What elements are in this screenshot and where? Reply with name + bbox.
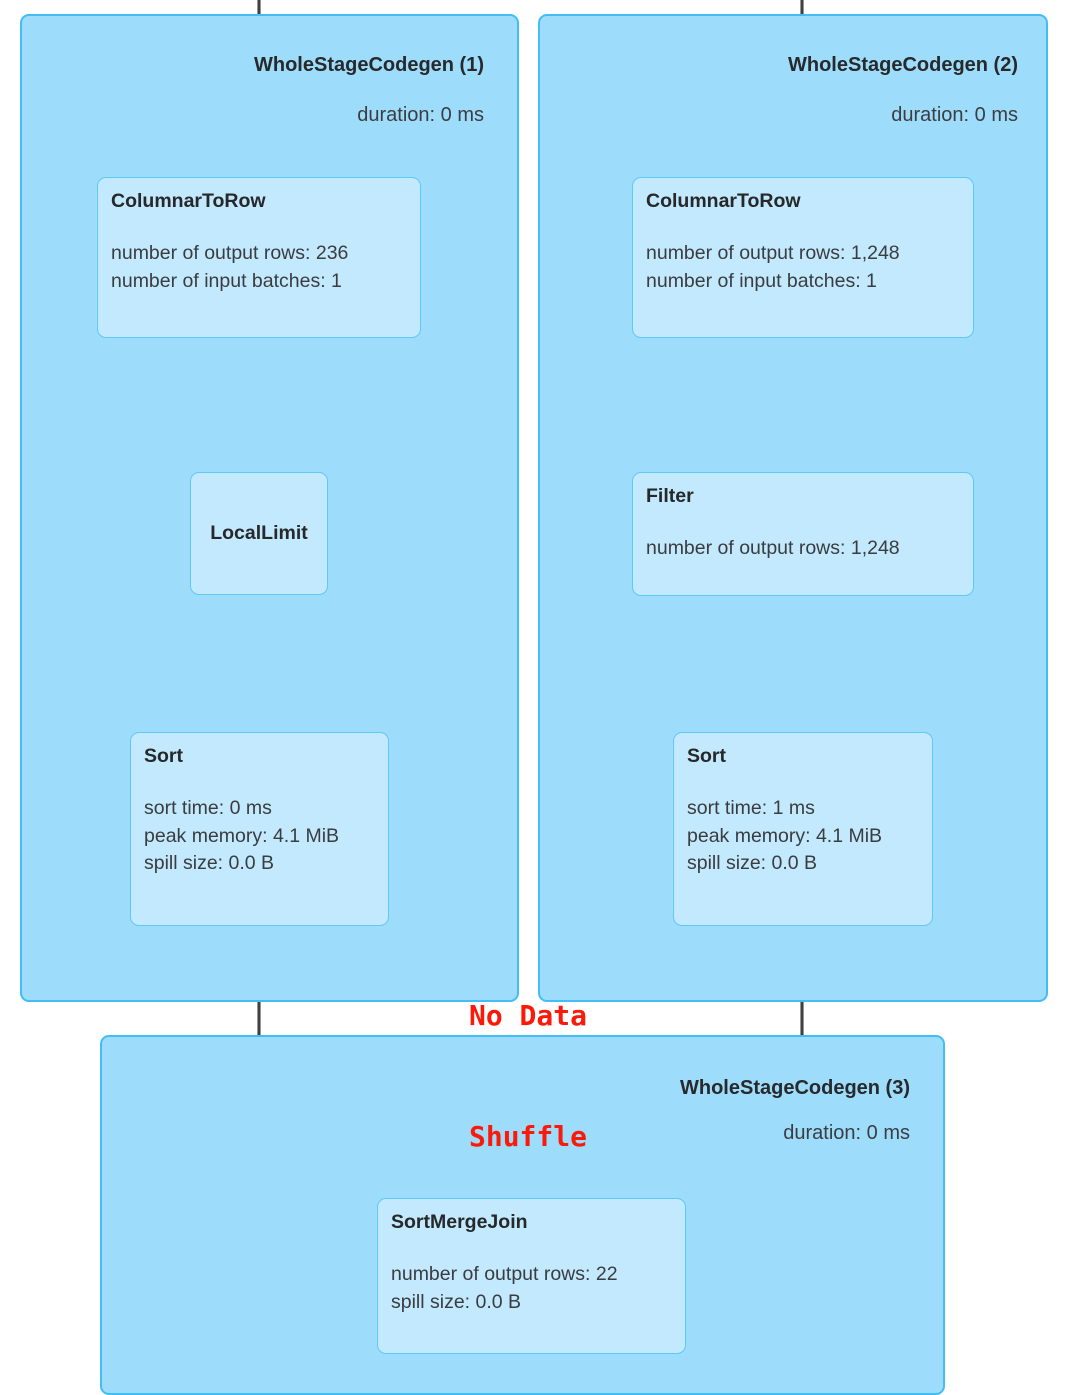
node-sortmergejoin-3[interactable]: SortMergeJoin number of output rows: 22 … — [377, 1198, 686, 1354]
node-title: Sort — [687, 745, 726, 767]
node-metric: number of input batches: 1 — [111, 269, 342, 292]
annotation-line-2: Shuffle — [468, 1119, 587, 1153]
node-metric: sort time: 0 ms — [144, 796, 272, 819]
node-columnartorow-1[interactable]: ColumnarToRow number of output rows: 236… — [97, 177, 421, 338]
node-filter-2[interactable]: Filter number of output rows: 1,248 — [632, 472, 974, 596]
stage-duration-1: duration: 0 ms — [357, 104, 484, 126]
annotation-no-data-shuffle: No Data Shuffle — [428, 915, 628, 1238]
node-metric: spill size: 0.0 B — [687, 852, 818, 875]
annotation-line-1: No Data — [468, 998, 587, 1032]
node-metrics: sort time: 0 ms peak memory: 4.1 MiB spi… — [144, 795, 375, 878]
node-metric: number of output rows: 1,248 — [646, 536, 900, 559]
node-title: ColumnarToRow — [111, 190, 266, 212]
node-metric: sort time: 1 ms — [687, 796, 815, 819]
stage-duration-2: duration: 0 ms — [891, 104, 1018, 126]
node-metrics: number of output rows: 236 number of inp… — [111, 240, 407, 295]
stage-title-2: WholeStageCodegen (2) — [787, 54, 1018, 76]
node-metrics: number of output rows: 22 spill size: 0.… — [391, 1261, 672, 1316]
stage-title-1: WholeStageCodegen (1) — [253, 54, 484, 76]
stage-title-3: WholeStageCodegen (3) — [679, 1077, 910, 1099]
node-sort-2[interactable]: Sort sort time: 1 ms peak memory: 4.1 Mi… — [673, 732, 933, 926]
node-metrics: sort time: 1 ms peak memory: 4.1 MiB spi… — [687, 795, 919, 878]
node-title: LocalLimit — [210, 522, 308, 545]
node-metric: number of output rows: 22 — [391, 1262, 618, 1285]
node-metric: peak memory: 4.1 MiB — [144, 824, 340, 847]
node-title: Sort — [144, 745, 183, 767]
node-metric: number of input batches: 1 — [646, 269, 877, 292]
node-locallimit-1[interactable]: LocalLimit — [190, 472, 328, 595]
node-title: Filter — [646, 485, 694, 507]
stage-duration-3: duration: 0 ms — [783, 1122, 910, 1144]
node-title: ColumnarToRow — [646, 190, 801, 212]
node-metric: spill size: 0.0 B — [144, 852, 275, 875]
node-metric: peak memory: 4.1 MiB — [687, 824, 883, 847]
node-columnartorow-2[interactable]: ColumnarToRow number of output rows: 1,2… — [632, 177, 974, 338]
node-metrics: number of output rows: 1,248 — [646, 535, 960, 563]
node-metrics: number of output rows: 1,248 number of i… — [646, 240, 960, 295]
node-metric: spill size: 0.0 B — [391, 1290, 522, 1313]
node-metric: number of output rows: 236 — [111, 241, 349, 264]
node-title: SortMergeJoin — [391, 1211, 528, 1233]
node-metric: number of output rows: 1,248 — [646, 241, 900, 264]
node-sort-1[interactable]: Sort sort time: 0 ms peak memory: 4.1 Mi… — [130, 732, 389, 926]
